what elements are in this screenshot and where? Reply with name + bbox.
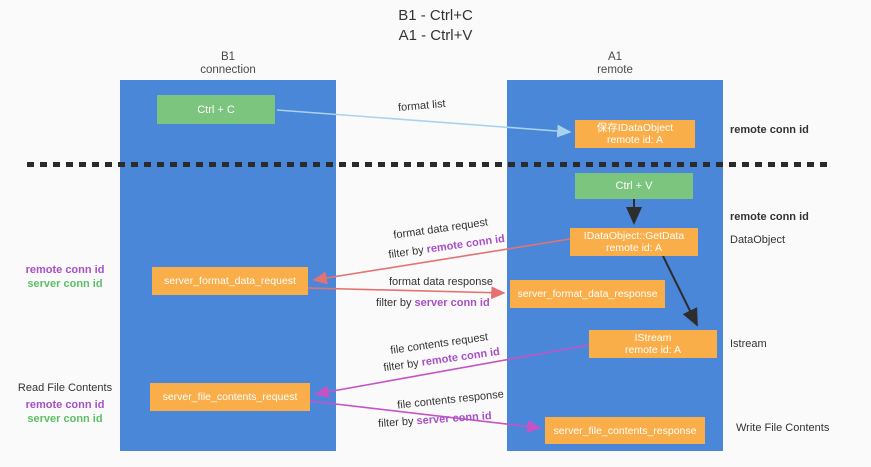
- label-format-data-response: format data response: [389, 276, 493, 288]
- session-divider-dashed-line: [27, 162, 833, 167]
- lane-b1-role: connection: [200, 64, 256, 76]
- server-conn-id-key: server conn id: [414, 297, 490, 309]
- left-remote-conn-id: remote conn id: [25, 264, 105, 276]
- annotation-write-file-contents: Write File Contents: [736, 422, 830, 434]
- annotation-dataobject: DataObject: [730, 234, 786, 246]
- node-server-format-data-request: server_format_data_request: [152, 267, 308, 295]
- title-line-1: B1 - Ctrl+C: [398, 7, 473, 24]
- annotation-remote-conn-id-top: remote conn id: [730, 124, 809, 136]
- left-server-conn-id: server conn id: [27, 278, 103, 290]
- server-file-contents-response-label: server_file_contents_response: [553, 424, 697, 437]
- server-format-data-request-label: server_format_data_request: [164, 275, 296, 287]
- node-ctrl-v: Ctrl + V: [575, 173, 693, 199]
- saved-idataobject-line2: remote id: A: [606, 134, 664, 146]
- arrow-format-data-response: [307, 286, 506, 300]
- saved-idataobject-line1: 保存IDataObject: [596, 122, 674, 134]
- filter-by-text: filter by: [376, 297, 415, 309]
- filter-by-text: filter by: [377, 415, 417, 430]
- left-bottom-remote-conn-id: remote conn id: [25, 399, 105, 411]
- istream-line1: IStream: [634, 332, 672, 344]
- lane-a1-role: remote: [597, 64, 633, 76]
- annotation-read-file-contents-block: Read File Contents remote conn id server…: [10, 381, 120, 426]
- node-server-file-contents-request: server_file_contents_request: [150, 383, 310, 411]
- ctrl-c-label: Ctrl + C: [197, 103, 235, 116]
- ctrl-v-label: Ctrl + V: [615, 180, 653, 192]
- node-server-file-contents-response: server_file_contents_response: [545, 417, 705, 444]
- getdata-line1: IDataObject::GetData: [583, 230, 685, 242]
- lane-header-a1: A1 remote: [555, 51, 675, 77]
- server-format-data-response-label: server_format_data_response: [517, 288, 658, 300]
- server-conn-id-key: server conn id: [416, 410, 492, 428]
- left-bottom-server-conn-id: server conn id: [27, 413, 103, 425]
- lane-b1-name: B1: [220, 51, 236, 63]
- lane-header-b1: B1 connection: [168, 51, 288, 77]
- remote-conn-id-key: remote conn id: [425, 232, 506, 256]
- node-saved-idataobject: 保存IDataObject remote id: A: [575, 120, 695, 148]
- filter-by-text: filter by: [387, 243, 428, 262]
- lane-a1-name: A1: [607, 51, 623, 63]
- node-idataobject-getdata: IDataObject::GetData remote id: A: [570, 228, 698, 256]
- annotation-istream: Istream: [730, 338, 767, 350]
- annotation-remote-conn-id-mid: remote conn id: [730, 211, 809, 223]
- filter-by-text: filter by: [382, 356, 423, 375]
- node-ctrl-c: Ctrl + C: [157, 95, 275, 124]
- label-filter-file-contents-response: filter by server conn id: [378, 410, 492, 430]
- title-line-2: A1 - Ctrl+V: [398, 27, 473, 44]
- getdata-line2: remote id: A: [605, 242, 663, 254]
- node-server-format-data-response: server_format_data_response: [510, 280, 665, 308]
- label-filter-format-data-response: filter by server conn id: [376, 297, 490, 309]
- label-format-list: format list: [397, 97, 447, 115]
- diagram-title: B1 - Ctrl+C A1 - Ctrl+V: [0, 6, 871, 46]
- node-istream: IStream remote id: A: [589, 330, 717, 358]
- read-file-contents-label: Read File Contents: [17, 382, 113, 394]
- istream-line2: remote id: A: [624, 344, 682, 356]
- server-file-contents-request-label: server_file_contents_request: [162, 391, 298, 403]
- annotation-left-conn-ids: remote conn id server conn id: [10, 263, 120, 291]
- label-file-contents-response: file contents response: [396, 388, 505, 412]
